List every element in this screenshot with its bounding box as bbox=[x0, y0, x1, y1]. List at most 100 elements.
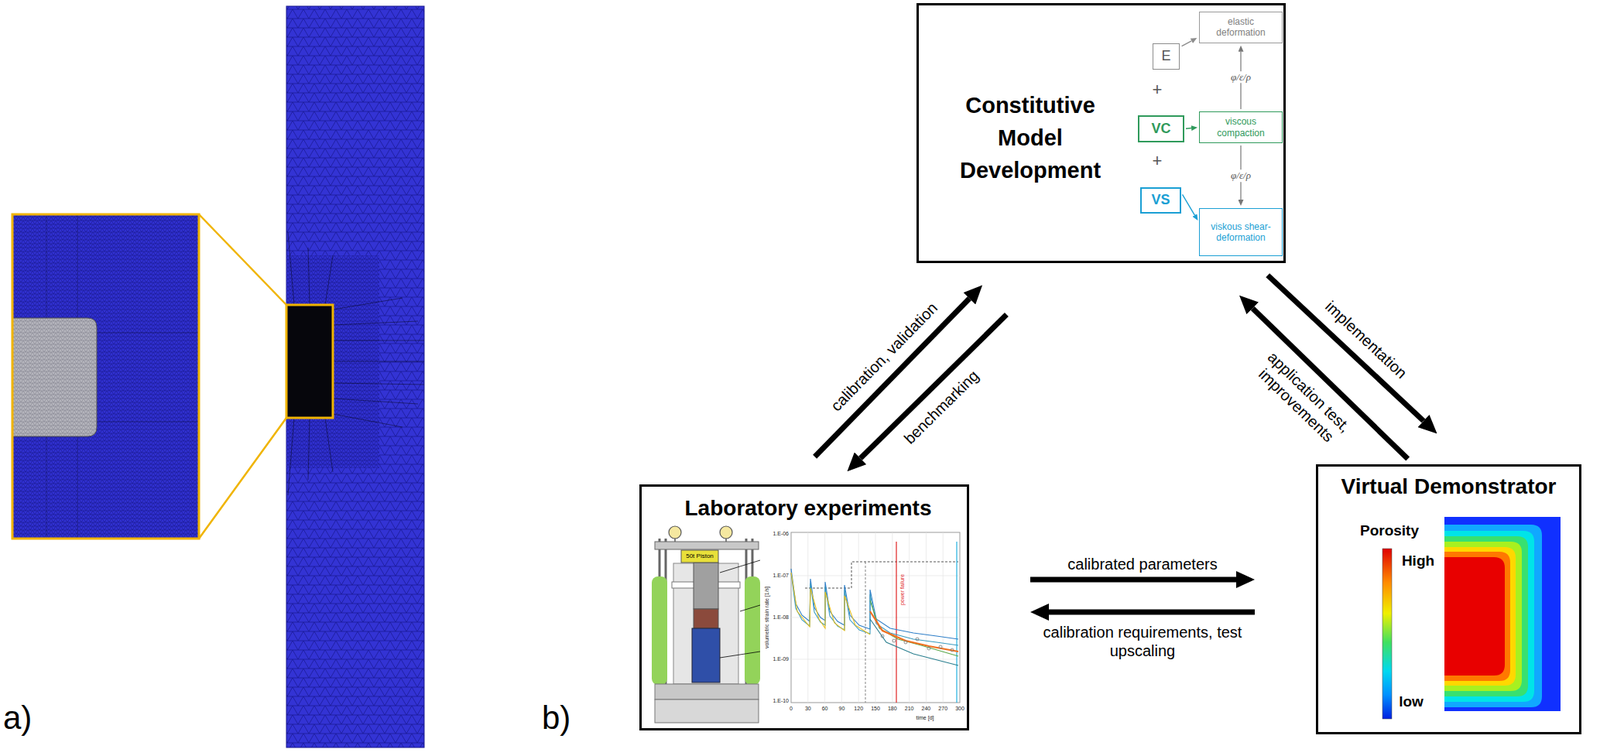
porosity-plot bbox=[1444, 531, 1535, 703]
label-holder: 1.E-09 bbox=[772, 656, 789, 663]
axis-tick: 180 bbox=[887, 705, 898, 713]
arrow-label: benchmarking bbox=[898, 365, 984, 449]
term-symbol: E bbox=[1161, 47, 1171, 66]
label-holder: 150 bbox=[870, 705, 881, 713]
rate-chart bbox=[870, 600, 959, 657]
colorbar-end: low bbox=[1398, 693, 1424, 711]
axis-tick: 120 bbox=[853, 705, 864, 713]
label-holder: 120 bbox=[853, 705, 864, 713]
label-holder: 30 bbox=[805, 705, 812, 713]
box-title: Virtual Demonstrator bbox=[1320, 474, 1577, 500]
flow-arrow bbox=[1030, 577, 1237, 583]
axis-tick: 60 bbox=[822, 705, 829, 713]
arrow-label-holder: application test, improvements bbox=[1237, 333, 1370, 463]
flow-arrow bbox=[1048, 609, 1255, 615]
rate-chart bbox=[892, 639, 896, 643]
mechanism-box: elastic deformation bbox=[1199, 11, 1283, 44]
test-apparatus bbox=[654, 684, 759, 700]
label-holder: High bbox=[1401, 552, 1435, 570]
arrow-label-holder: implementation bbox=[1320, 296, 1412, 384]
rate-chart bbox=[955, 541, 957, 703]
axis-tick: 90 bbox=[838, 705, 845, 713]
model-box: Constitutive Model DevelopmentEelastic d… bbox=[916, 3, 1286, 264]
arrow-label: application test, improvements bbox=[1237, 333, 1370, 463]
label-holder: 300 bbox=[955, 705, 965, 713]
test-apparatus bbox=[693, 609, 719, 629]
box-title: Laboratory experiments bbox=[657, 496, 960, 521]
rate-chart bbox=[950, 648, 954, 652]
axis-tick: 240 bbox=[921, 705, 932, 713]
axis-tick: 30 bbox=[805, 705, 812, 713]
test-apparatus bbox=[692, 628, 720, 683]
zoom-inset bbox=[12, 214, 199, 539]
mechanism-name: viskous shear-deformation bbox=[1202, 221, 1280, 244]
axis-tick: 150 bbox=[870, 705, 881, 713]
mechanism-box: viskous shear-deformation bbox=[1199, 208, 1283, 257]
test-apparatus bbox=[693, 562, 719, 610]
porosity-plot bbox=[1444, 547, 1516, 686]
axis-tick: 1.E-10 bbox=[772, 698, 789, 705]
mesh-domain bbox=[286, 304, 333, 418]
panel-box: Laboratory experiments bbox=[639, 484, 970, 731]
mechanism-box: viscous compaction bbox=[1199, 111, 1283, 144]
arrow-label: calibration requirements, test upscaling bbox=[1034, 623, 1251, 661]
axis-tick: 1.E-08 bbox=[772, 614, 789, 621]
label-holder: 240 bbox=[921, 705, 932, 713]
rate-chart bbox=[791, 532, 960, 703]
test-apparatus bbox=[651, 576, 668, 686]
porosity-plot bbox=[1444, 524, 1542, 708]
axis-tick: 300 bbox=[955, 705, 965, 713]
panel-label: b) bbox=[541, 699, 571, 737]
label-holder: + bbox=[1152, 150, 1163, 171]
term-box: VC bbox=[1137, 115, 1185, 143]
axis-tick: 1.E-06 bbox=[772, 531, 789, 538]
label-holder: low bbox=[1398, 693, 1424, 711]
mesh-domain bbox=[286, 255, 380, 469]
arrow-label: φ/ε/ρ bbox=[1229, 169, 1253, 182]
arrow-label-holder: φ/ε/ρ bbox=[1229, 71, 1253, 84]
zoom-inset bbox=[12, 214, 287, 539]
axis-tick: 0 bbox=[789, 705, 793, 713]
porosity-plot bbox=[1444, 517, 1561, 712]
rate-chart bbox=[927, 647, 931, 651]
axis-title: time [d] bbox=[916, 715, 935, 722]
colorbar-title: Porosity bbox=[1360, 522, 1419, 540]
test-apparatus bbox=[668, 526, 682, 539]
axis-tick: 270 bbox=[938, 705, 948, 713]
mesh-domain bbox=[286, 6, 425, 748]
term-box: VS bbox=[1140, 187, 1182, 214]
label-holder: volumetric strain rate [1/s] bbox=[764, 586, 771, 649]
rate-chart bbox=[895, 541, 897, 703]
label-holder: 270 bbox=[938, 705, 948, 713]
porosity-plot bbox=[1444, 551, 1511, 682]
label-holder: b) bbox=[541, 699, 571, 737]
label-holder: 180 bbox=[887, 705, 898, 713]
label-holder: + bbox=[1152, 79, 1163, 100]
label-holder: 1.E-10 bbox=[772, 698, 789, 705]
arrow-label: implementation bbox=[1320, 296, 1412, 384]
label-holder: 90 bbox=[838, 705, 845, 713]
label-holder: Porosity bbox=[1360, 522, 1419, 540]
panel-box: Virtual Demonstrator bbox=[1315, 464, 1582, 735]
rate-chart bbox=[805, 561, 959, 589]
rate-chart bbox=[915, 637, 919, 641]
label-holder: 0 bbox=[789, 705, 793, 713]
rate-chart bbox=[791, 572, 871, 635]
mesh-domain bbox=[286, 304, 333, 418]
mechanism-name: elastic deformation bbox=[1202, 16, 1280, 39]
label-holder: 210 bbox=[904, 705, 915, 713]
test-apparatus bbox=[744, 576, 761, 686]
test-apparatus bbox=[651, 526, 761, 723]
test-apparatus bbox=[719, 560, 761, 658]
arrow-label-holder: calibration, validation bbox=[825, 298, 943, 417]
label-holder: 1.E-07 bbox=[772, 572, 789, 580]
mechanism-name: viscous compaction bbox=[1202, 116, 1280, 139]
label-holder: power failure bbox=[899, 574, 906, 606]
term-box: E bbox=[1152, 43, 1180, 70]
term-symbol: VS bbox=[1151, 191, 1170, 209]
relation-arrow bbox=[1185, 127, 1192, 130]
rate-chart bbox=[791, 568, 959, 640]
